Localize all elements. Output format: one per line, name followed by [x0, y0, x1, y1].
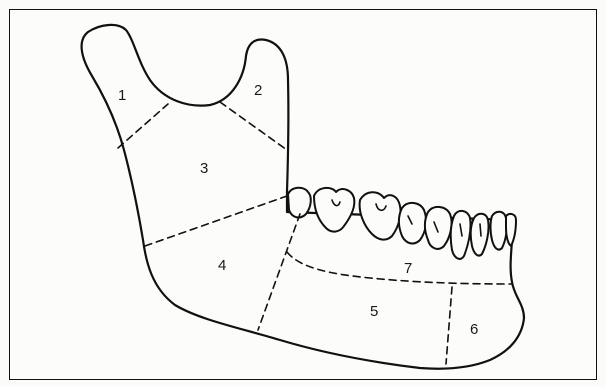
region-label-1: 1 — [118, 87, 126, 104]
tooth-2 — [314, 188, 354, 232]
region-label-4: 4 — [218, 257, 226, 274]
teeth — [288, 188, 516, 259]
tooth-1 — [288, 188, 311, 218]
tooth-3 — [360, 192, 401, 239]
tooth-7 — [471, 214, 489, 256]
boundary-2-3 — [220, 102, 287, 150]
region-label-2: 2 — [254, 82, 262, 99]
boundary-7 — [287, 252, 512, 284]
boundary-5-6 — [446, 287, 452, 364]
region-label-5: 5 — [370, 303, 378, 320]
region-label-3: 3 — [200, 160, 208, 177]
region-label-7: 7 — [404, 260, 412, 277]
tooth-9 — [506, 214, 516, 246]
tooth-4 — [399, 203, 426, 244]
tooth-8 — [491, 212, 507, 250]
boundary-1-3 — [118, 104, 168, 148]
tooth-6 — [451, 211, 471, 259]
region-label-6: 6 — [470, 321, 478, 338]
boundary-3-4 — [145, 196, 287, 246]
boundary-4-5 — [258, 214, 300, 330]
tooth-5 — [425, 207, 452, 249]
